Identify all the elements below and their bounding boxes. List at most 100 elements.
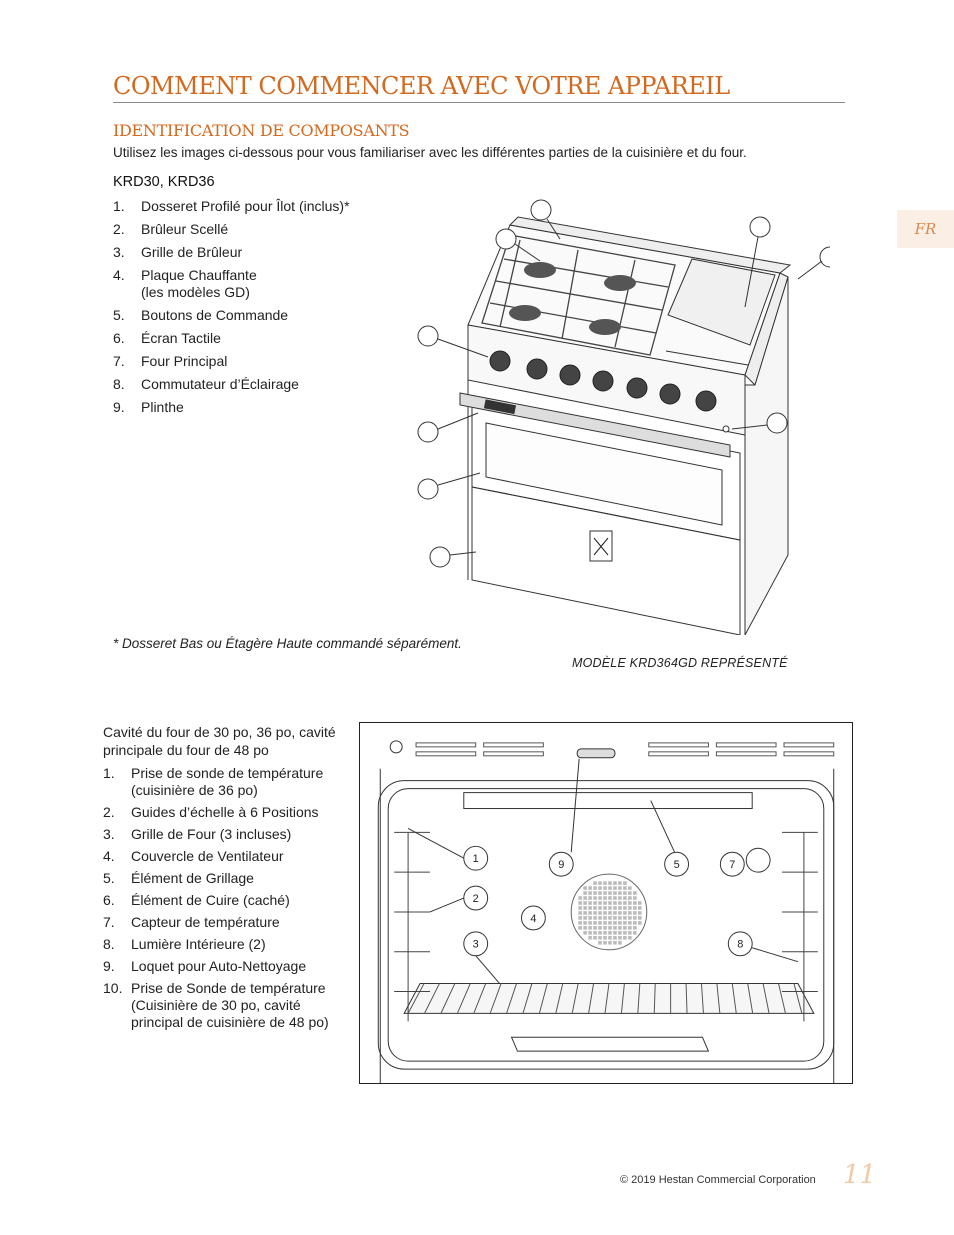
fan-cover-dot <box>623 906 627 910</box>
fan-cover-dot <box>638 921 642 925</box>
fan-cover-dot <box>598 886 602 890</box>
fan-cover-dot <box>598 891 602 895</box>
fan-cover-dot <box>608 906 612 910</box>
fan-cover-dot <box>603 936 607 940</box>
fan-cover-dot <box>583 906 587 910</box>
list-item: 4.Couvercle de Ventilateur <box>103 848 284 864</box>
fan-cover-dot <box>588 886 592 890</box>
fan-cover-dot <box>603 901 607 905</box>
fan-cover-dot <box>623 881 627 885</box>
fan-cover-dot <box>623 911 627 915</box>
rack-bar <box>700 983 704 1014</box>
fan-cover-dot <box>603 896 607 900</box>
range-illustration <box>417 199 830 635</box>
fan-cover-dot <box>583 896 587 900</box>
list-item: 3.Grille de Four (3 incluses) <box>103 826 292 842</box>
fan-cover-dot <box>603 886 607 890</box>
fan-cover-dot <box>613 916 617 920</box>
callout-label: 1 <box>473 853 479 865</box>
fan-cover-dot <box>618 886 622 890</box>
oven-intro: Cavité du four de 30 po, 36 po, cavité p… <box>103 724 336 758</box>
fan-cover-dot <box>613 891 617 895</box>
fan-cover-dot <box>618 916 622 920</box>
fan-cover-dot <box>628 886 632 890</box>
rack-bar <box>793 983 803 1014</box>
rack-bar <box>538 983 548 1014</box>
callout-9 <box>548 851 574 877</box>
fan-cover-dot <box>603 940 607 945</box>
fan-cover-dot <box>623 886 627 890</box>
rack-bar <box>747 983 754 1014</box>
list-item: 9.Loquet pour Auto-Nettoyage <box>103 958 307 974</box>
fan-cover-dot <box>598 901 602 905</box>
fan-cover-dot <box>608 891 612 895</box>
rack-bar <box>571 983 579 1014</box>
oven-cavity-illustration: 1 2 3 4 5 7 8 9 <box>359 722 853 1084</box>
fan-cover-dot <box>583 916 587 920</box>
rack-bar <box>604 983 610 1014</box>
fan-cover-dot <box>583 891 587 895</box>
fan-cover-dot <box>633 896 637 900</box>
list-item: 1.Dosseret Profilé pour Îlot (inclus)* <box>113 198 350 214</box>
fan-cover-dot <box>613 906 617 910</box>
list-item: 3.Grille de Brûleur <box>113 244 243 260</box>
fan-cover-dot <box>628 906 632 910</box>
fan-cover-dot <box>613 926 617 930</box>
fan-cover-dot <box>638 911 642 915</box>
fan-cover-dot <box>608 896 612 900</box>
fan-cover-dot <box>608 916 612 920</box>
fan-cover-dot <box>593 926 597 930</box>
fan-cover-dot <box>593 931 597 935</box>
fan-cover-dot <box>578 901 582 905</box>
fan-cover-dot <box>628 891 632 895</box>
fan-cover-dot <box>588 906 592 910</box>
fan-cover-dot <box>628 916 632 920</box>
page-title: COMMENT COMMENCER AVEC VOTRE APPAREIL <box>113 72 845 103</box>
fan-cover-dot <box>608 886 612 890</box>
fan-cover-dot <box>628 901 632 905</box>
list-item: 5.Élément de Grillage <box>103 870 254 886</box>
fan-cover-dot <box>578 911 582 915</box>
fan-cover-dot <box>593 896 597 900</box>
fan-cover-dot <box>588 926 592 930</box>
fan-cover-dot <box>583 921 587 925</box>
fan-cover-dot <box>638 901 642 905</box>
figure-caption: MODÈLE KRD364GD REPRÉSENTÉ <box>572 656 788 670</box>
fan-cover-dot <box>623 901 627 905</box>
fan-cover-dot <box>608 936 612 940</box>
fan-cover-dot <box>613 896 617 900</box>
rack-bar <box>473 983 487 1014</box>
fan-cover-dot <box>613 886 617 890</box>
fan-cover-dot <box>613 936 617 940</box>
rack-bar <box>407 983 425 1014</box>
fan-cover-dot <box>613 911 617 915</box>
section-title: IDENTIFICATION DE COMPOSANTS <box>113 121 410 140</box>
list-item: 2.Guides d’échelle à 6 Positions <box>103 804 319 820</box>
fan-cover-dot <box>608 926 612 930</box>
fan-cover-dot <box>583 901 587 905</box>
fan-cover-dot <box>578 921 582 925</box>
fan-cover-dot <box>633 906 637 910</box>
fan-cover-dot <box>588 936 592 940</box>
fan-cover-dot <box>608 901 612 905</box>
fan-cover-dot <box>598 940 602 945</box>
callout-label: 5 <box>674 859 680 871</box>
fan-cover-dot <box>618 906 622 910</box>
list-item: 4.Plaque Chauffante (les modèles GD) <box>113 267 257 300</box>
rack-bar <box>620 983 625 1014</box>
fan-cover-dot <box>598 881 602 885</box>
fan-cover-dot <box>633 891 637 895</box>
rack-bar <box>522 983 533 1014</box>
fan-cover-dot <box>603 891 607 895</box>
fan-cover-dot <box>633 901 637 905</box>
list-item: 7.Capteur de température <box>103 914 280 930</box>
rack-bar <box>731 983 737 1014</box>
fan-cover-dot <box>628 926 632 930</box>
fan-cover-dot <box>603 921 607 925</box>
rack-bar <box>489 983 502 1014</box>
list-item: 1.Prise de sonde de température (cuisini… <box>103 765 324 798</box>
fan-cover-dot <box>628 921 632 925</box>
range-parts-list: 1.Dosseret Profilé pour Îlot (inclus)* 2… <box>113 198 393 422</box>
fan-cover-dot <box>613 901 617 905</box>
rack-bar <box>440 983 456 1014</box>
